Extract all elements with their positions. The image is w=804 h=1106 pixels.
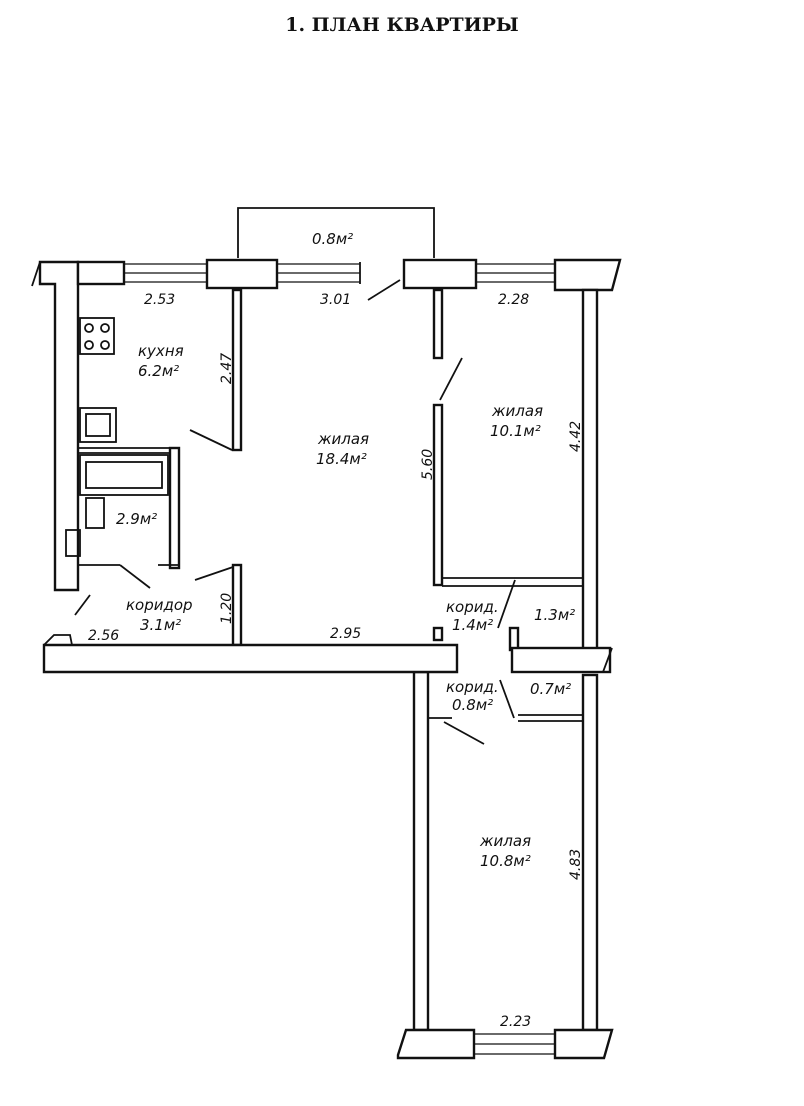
bottom-wall [42,594,613,674]
dim-2-28: 2.28 [498,292,529,308]
bathroom-area: 2.9м² [116,510,157,528]
living-bottom-area: 10.8м² [480,852,531,870]
living-right-name: жилая [491,402,543,420]
dim-5-60: 5.60 [420,449,436,480]
page-title: 1. ПЛАН КВАРТИРЫ [285,14,519,36]
balcony [237,207,435,258]
closet-lower-area: 0.7м² [530,680,571,698]
corridor-main-name: коридор [126,596,193,614]
dimension-labels: 2.53 3.01 2.28 2.47 5.60 4.42 1.20 2.95 … [88,292,584,1030]
dim-2-56: 2.56 [88,628,119,644]
balcony-area: 0.8м² [312,230,353,248]
living-bottom-name: жилая [479,832,531,850]
toilet-icon [65,497,105,557]
left-exterior-wall [31,260,80,592]
corridor-lower-name: корид. [446,678,499,696]
dim-4-83: 4.83 [568,849,584,880]
dim-2-53: 2.53 [144,292,175,308]
dim-1-20: 1.20 [219,593,235,624]
top-wall [76,258,622,301]
dim-4-42: 4.42 [568,421,584,452]
living-main-area: 18.4м² [316,450,367,468]
kitchen-area: 6.2м² [138,362,179,380]
dim-3-01: 3.01 [320,292,351,308]
closet-upper-area: 1.3м² [534,606,575,624]
kitchen-name: кухня [138,342,184,360]
living-right-area: 10.1м² [490,422,541,440]
corridor-lower-area: 0.8м² [452,696,493,714]
corridor-small-area: 1.4м² [452,616,493,634]
room-labels: кухня 6.2м² жилая 18.4м² жилая 10.1м² 2.… [116,230,575,870]
dim-2-95: 2.95 [330,626,361,642]
corridor-small-name: корид. [446,598,499,616]
corridor-main-area: 3.1м² [140,616,181,634]
living-main-name: жилая [317,430,369,448]
right-exterior-wall [581,288,599,1032]
bathtub-icon [79,454,169,496]
stove-icon [79,317,115,355]
dim-2-23: 2.23 [500,1014,531,1030]
sink-icon [79,407,117,443]
dim-2-47: 2.47 [219,353,235,384]
lower-bedroom-wall [396,1028,614,1060]
